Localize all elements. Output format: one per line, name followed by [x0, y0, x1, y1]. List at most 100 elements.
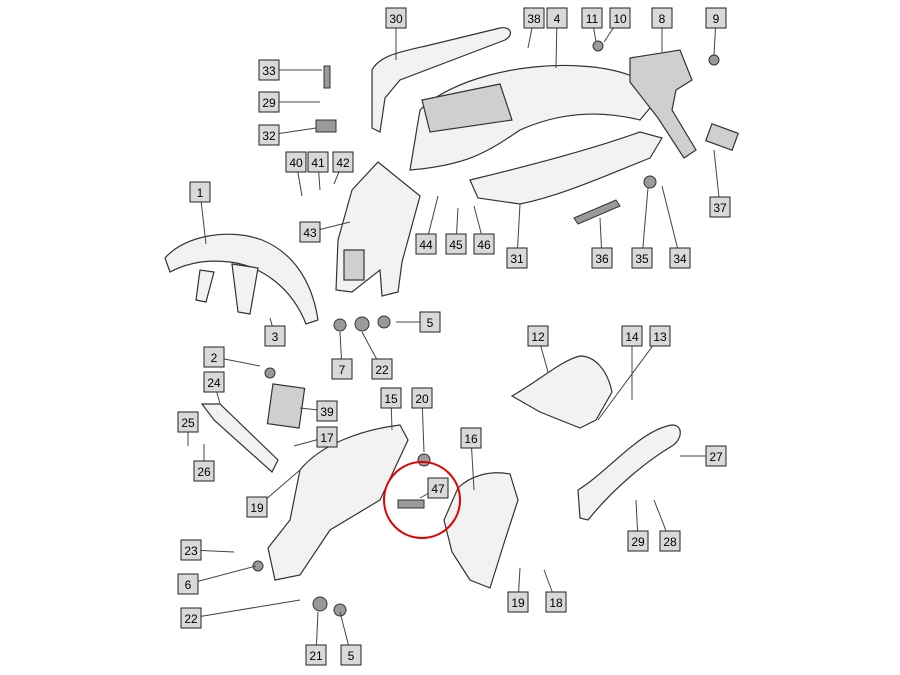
callout-label-38: 38: [523, 7, 545, 29]
grab-handle-part: [371, 27, 512, 133]
callout-box: [473, 233, 495, 255]
mesh-part: [266, 383, 306, 429]
callout-label-9: 9: [705, 7, 727, 29]
callout-label-28: 28: [659, 530, 681, 552]
leader-line-35: [641, 187, 649, 259]
engine-cover-right-part: [443, 472, 519, 589]
callout-label-33: 33: [258, 59, 280, 81]
callout-label-41: 41: [307, 151, 329, 173]
callout-label-15: 15: [380, 387, 402, 409]
callout-box: [316, 426, 338, 448]
callout-box: [649, 325, 671, 347]
callout-number: 26: [197, 465, 211, 479]
callout-number: 28: [663, 535, 677, 549]
nut-5-bottom: [333, 603, 347, 617]
engine-cover-left-part: [267, 424, 409, 581]
callout-box: [193, 460, 215, 482]
front-fender-bracket: [195, 269, 215, 303]
callout-number: 32: [262, 129, 276, 143]
front-fender-stay: [231, 263, 259, 315]
callout-number: 33: [262, 64, 276, 78]
callout-label-44: 44: [415, 233, 437, 255]
callout-box: [189, 181, 211, 203]
callout-label-46: 46: [473, 233, 495, 255]
callout-box: [258, 91, 280, 113]
callout-box: [332, 151, 354, 173]
leader-line-22: [190, 599, 301, 619]
callout-label-13: 13: [649, 325, 671, 347]
callout-label-20: 20: [411, 387, 433, 409]
callout-number: 10: [613, 12, 627, 26]
left-cover-window: [343, 249, 365, 281]
callout-box: [258, 124, 280, 146]
callout-box: [385, 7, 407, 29]
callout-label-22: 22: [180, 607, 202, 629]
callout-number: 24: [207, 376, 221, 390]
callout-number: 19: [511, 596, 525, 610]
callout-box: [591, 247, 613, 269]
callout-number: 14: [625, 330, 639, 344]
seat-part: [510, 355, 613, 429]
callout-label-22: 22: [371, 358, 393, 380]
grommet-35: [643, 175, 657, 189]
callout-number: 18: [549, 596, 563, 610]
callout-box: [507, 591, 529, 613]
callout-number: 16: [464, 432, 478, 446]
highlight-circle: [383, 461, 461, 539]
nut-left-bottom: [312, 596, 328, 612]
callout-box: [631, 247, 653, 269]
callout-label-34: 34: [669, 247, 691, 269]
callout-box: [506, 247, 528, 269]
callout-number: 35: [635, 252, 649, 266]
callout-label-31: 31: [506, 247, 528, 269]
callout-number: 45: [449, 238, 463, 252]
part-drawings: [164, 27, 740, 617]
callout-box: [527, 325, 549, 347]
callout-label-8: 8: [651, 7, 673, 29]
callout-number: 40: [289, 156, 303, 170]
callout-box: [427, 477, 449, 499]
callout-box: [285, 151, 307, 173]
callout-label-1: 1: [189, 181, 211, 203]
callout-label-32: 32: [258, 124, 280, 146]
callout-number: 42: [336, 156, 350, 170]
callout-number: 6: [185, 578, 192, 592]
side-cover-part: [469, 131, 663, 205]
callout-number: 7: [339, 363, 346, 377]
callout-label-19: 19: [507, 591, 529, 613]
callout-box: [411, 387, 433, 409]
callout-label-23: 23: [180, 539, 202, 561]
callout-label-14: 14: [621, 325, 643, 347]
callout-box: [180, 539, 202, 561]
leader-line-34: [661, 185, 681, 259]
callout-box: [331, 358, 353, 380]
callout-box: [177, 411, 199, 433]
bolt-2: [264, 367, 276, 379]
bolt-47: [397, 499, 425, 509]
callout-number: 27: [709, 450, 723, 464]
callout-box: [177, 573, 199, 595]
callout-box: [380, 387, 402, 409]
callout-label-19: 19: [246, 496, 268, 518]
callout-label-10: 10: [609, 7, 631, 29]
callout-label-6: 6: [177, 573, 199, 595]
callout-label-11: 11: [581, 7, 603, 29]
callout-number: 29: [262, 96, 276, 110]
strap-part: [200, 403, 279, 473]
callout-box: [258, 59, 280, 81]
callout-box: [669, 247, 691, 269]
callout-box: [203, 371, 225, 393]
callout-label-27: 27: [705, 445, 727, 467]
callout-number: 44: [419, 238, 433, 252]
callout-box: [299, 221, 321, 243]
callout-box: [264, 325, 286, 347]
callout-number: 34: [673, 252, 687, 266]
callout-label-5: 5: [340, 644, 362, 666]
callout-box: [340, 644, 362, 666]
callout-box: [180, 607, 202, 629]
callout-box: [203, 346, 225, 368]
callout-number: 31: [510, 252, 524, 266]
callout-number: 36: [595, 252, 609, 266]
callout-number: 25: [181, 416, 195, 430]
